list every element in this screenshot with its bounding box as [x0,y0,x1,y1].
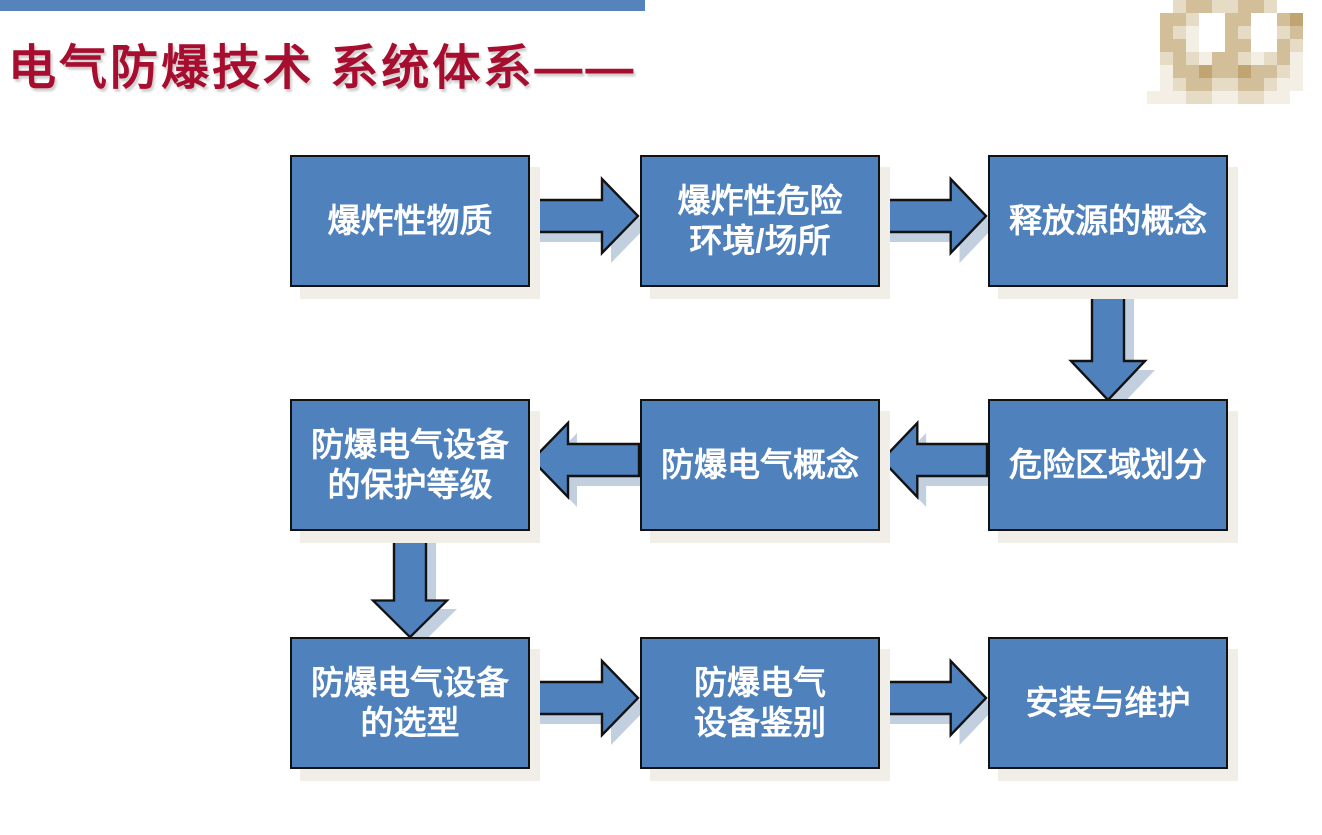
flow-node-equipment-selection: 防爆电气设备 的选型 [290,637,530,769]
arrow-down-icon [365,530,457,646]
flow-node-label: 防爆电气概念 [661,445,859,483]
flow-node-label: 安装与维护 [1025,683,1191,721]
flow-node-explosion-proof-electrical-concept: 防爆电气概念 [640,399,880,531]
arrow-right-icon [529,653,647,753]
arrow-down-icon [1063,286,1155,409]
flow-node-label: 防爆电气设备 的选型 [311,663,509,741]
flow-node-label: 爆炸性物质 [327,201,493,239]
flow-node-equipment-identification: 防爆电气 设备鉴别 [640,637,880,769]
slide-title: 电气防爆技术 系统体系—— [8,42,637,95]
arrow-left-icon [530,415,648,515]
company-logo-mosaic [1147,0,1303,104]
flow-node-explosive-substances: 爆炸性物质 [290,155,530,287]
arrow-right-icon [879,653,995,753]
flow-node-label: 防爆电气设备 的保护等级 [311,425,509,503]
flow-node-equipment-protection-level: 防爆电气设备 的保护等级 [290,399,530,531]
flow-node-label: 危险区域划分 [1009,445,1207,483]
arrow-left-icon [880,415,996,515]
flow-node-label: 爆炸性危险 环境/场所 [677,181,843,259]
flow-node-release-source-concept: 释放源的概念 [988,155,1228,287]
flow-node-label: 防爆电气 设备鉴别 [694,663,826,741]
flow-node-label: 释放源的概念 [1009,201,1207,239]
arrow-right-icon [879,171,995,271]
flow-node-installation-maintenance: 安装与维护 [988,637,1228,769]
top-accent-bar [0,0,645,11]
flow-node-hazardous-environment: 爆炸性危险 环境/场所 [640,155,880,287]
arrow-right-icon [529,171,647,271]
flow-node-hazardous-area-classification: 危险区域划分 [988,399,1228,531]
